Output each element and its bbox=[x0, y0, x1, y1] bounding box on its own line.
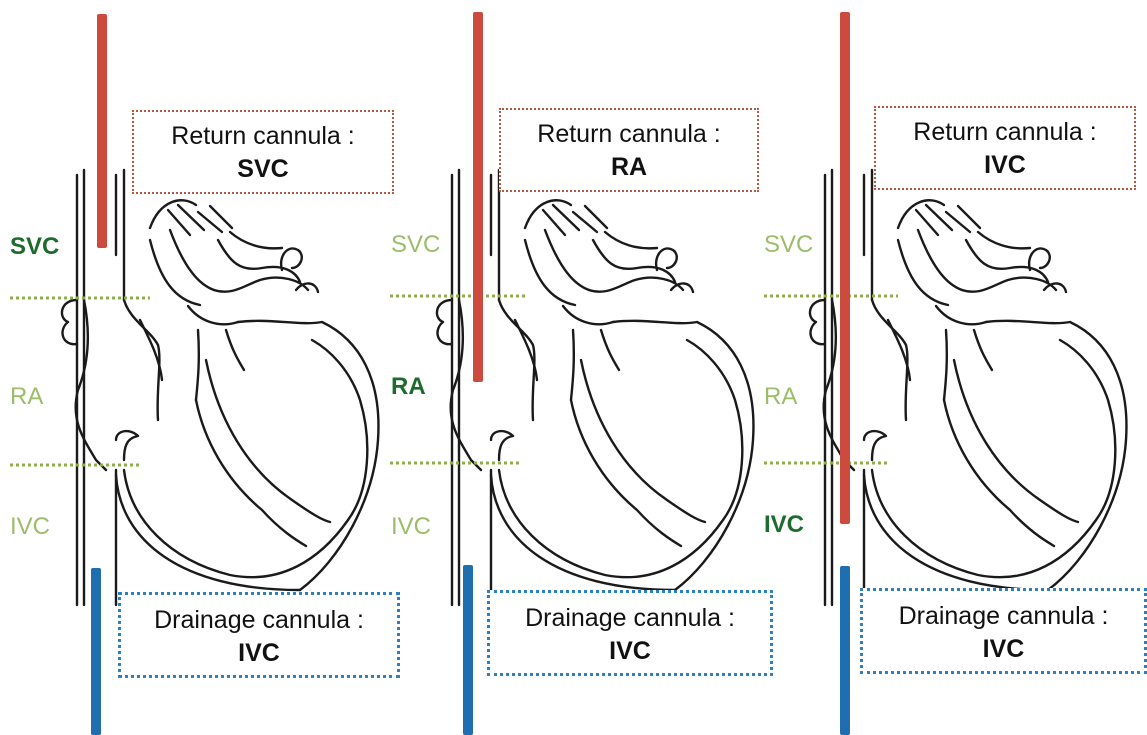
drainage-cannula-box: Drainage cannula : IVC bbox=[118, 592, 400, 678]
drainage-cannula-label: Drainage cannula : bbox=[121, 604, 397, 637]
drainage-cannula-site: IVC bbox=[863, 633, 1144, 666]
drainage-cannula-site: IVC bbox=[121, 637, 397, 670]
return-cannula-label: Return cannula : bbox=[501, 118, 757, 151]
drainage-cannula bbox=[463, 565, 473, 735]
return-cannula-box: Return cannula : IVC bbox=[874, 106, 1136, 190]
drainage-cannula-label: Drainage cannula : bbox=[863, 600, 1144, 633]
svc-label: SVC bbox=[10, 234, 59, 260]
return-cannula-box: Return cannula : SVC bbox=[132, 110, 394, 194]
ivc-label: IVC bbox=[391, 514, 431, 540]
return-cannula-site: RA bbox=[501, 151, 757, 184]
drainage-cannula bbox=[840, 566, 850, 735]
ra-label: RA bbox=[10, 384, 43, 410]
return-cannula-label: Return cannula : bbox=[134, 120, 392, 153]
drainage-cannula-label: Drainage cannula : bbox=[490, 602, 770, 635]
ra-label: RA bbox=[391, 374, 426, 400]
drainage-cannula-site: IVC bbox=[490, 635, 770, 668]
ra-label: RA bbox=[764, 384, 797, 410]
panel-2: Return cannula : RA Drainage cannula : I… bbox=[375, 0, 757, 735]
return-cannula-box: Return cannula : RA bbox=[499, 108, 759, 192]
return-cannula bbox=[473, 12, 483, 382]
drainage-cannula bbox=[91, 568, 101, 735]
drainage-cannula-box: Drainage cannula : IVC bbox=[487, 590, 773, 676]
return-cannula bbox=[840, 12, 850, 524]
return-cannula-site: IVC bbox=[876, 149, 1134, 182]
return-cannula bbox=[97, 14, 107, 248]
svc-label: SVC bbox=[764, 232, 813, 258]
panel-3: Return cannula : IVC Drainage cannula : … bbox=[748, 0, 1130, 735]
return-cannula-label: Return cannula : bbox=[876, 116, 1134, 149]
ivc-label: IVC bbox=[764, 512, 804, 538]
drainage-cannula-box: Drainage cannula : IVC bbox=[860, 588, 1147, 674]
panel-1: Return cannula : SVC Drainage cannula : … bbox=[0, 0, 382, 735]
return-cannula-site: SVC bbox=[134, 153, 392, 186]
ivc-label: IVC bbox=[10, 514, 50, 540]
svc-label: SVC bbox=[391, 232, 440, 258]
